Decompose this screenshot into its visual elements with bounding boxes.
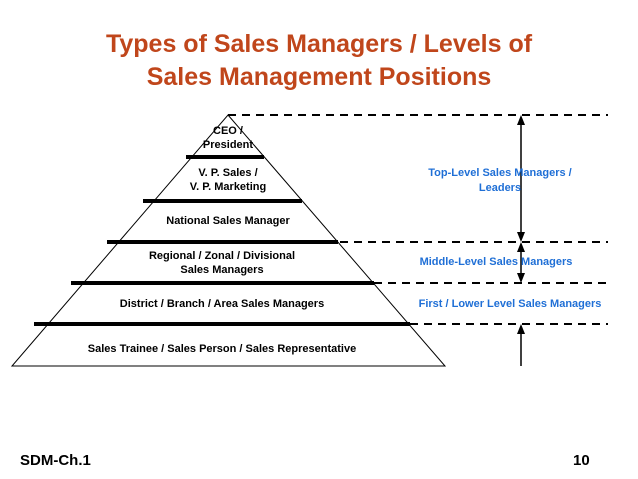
label-middle-level: Middle-Level Sales Managers (419, 256, 573, 268)
arrow-top-head-down (517, 232, 525, 242)
level-regional: Regional / Zonal / Divisional Sales Mana… (148, 250, 296, 276)
slide-title: Types of Sales Managers / Levels of Sale… (0, 28, 638, 94)
label-top-level: Top-Level Sales Managers / Leaders (428, 167, 572, 194)
level-district: District / Branch / Area Sales Managers (119, 298, 325, 310)
level-national: National Sales Manager (166, 215, 290, 227)
title-line-2: Sales Management Positions (146, 63, 492, 91)
level-trainee: Sales Trainee / Sales Person / Sales Rep… (87, 343, 357, 355)
page-number: 10 (573, 452, 590, 469)
arrow-middle-head-down (517, 273, 525, 283)
arrow-middle-head-up (517, 242, 525, 252)
level-ceo: CEO / President (202, 125, 254, 151)
label-lower-level: First / Lower Level Sales Managers (418, 298, 602, 310)
title-line-1: Types of Sales Managers / Levels of (105, 30, 533, 58)
footer-chapter: SDM-Ch.1 (20, 452, 91, 469)
level-vp: V. P. Sales / V. P. Marketing (189, 167, 267, 193)
arrow-lower-head-up (517, 324, 525, 334)
arrow-top-head-up (517, 115, 525, 125)
